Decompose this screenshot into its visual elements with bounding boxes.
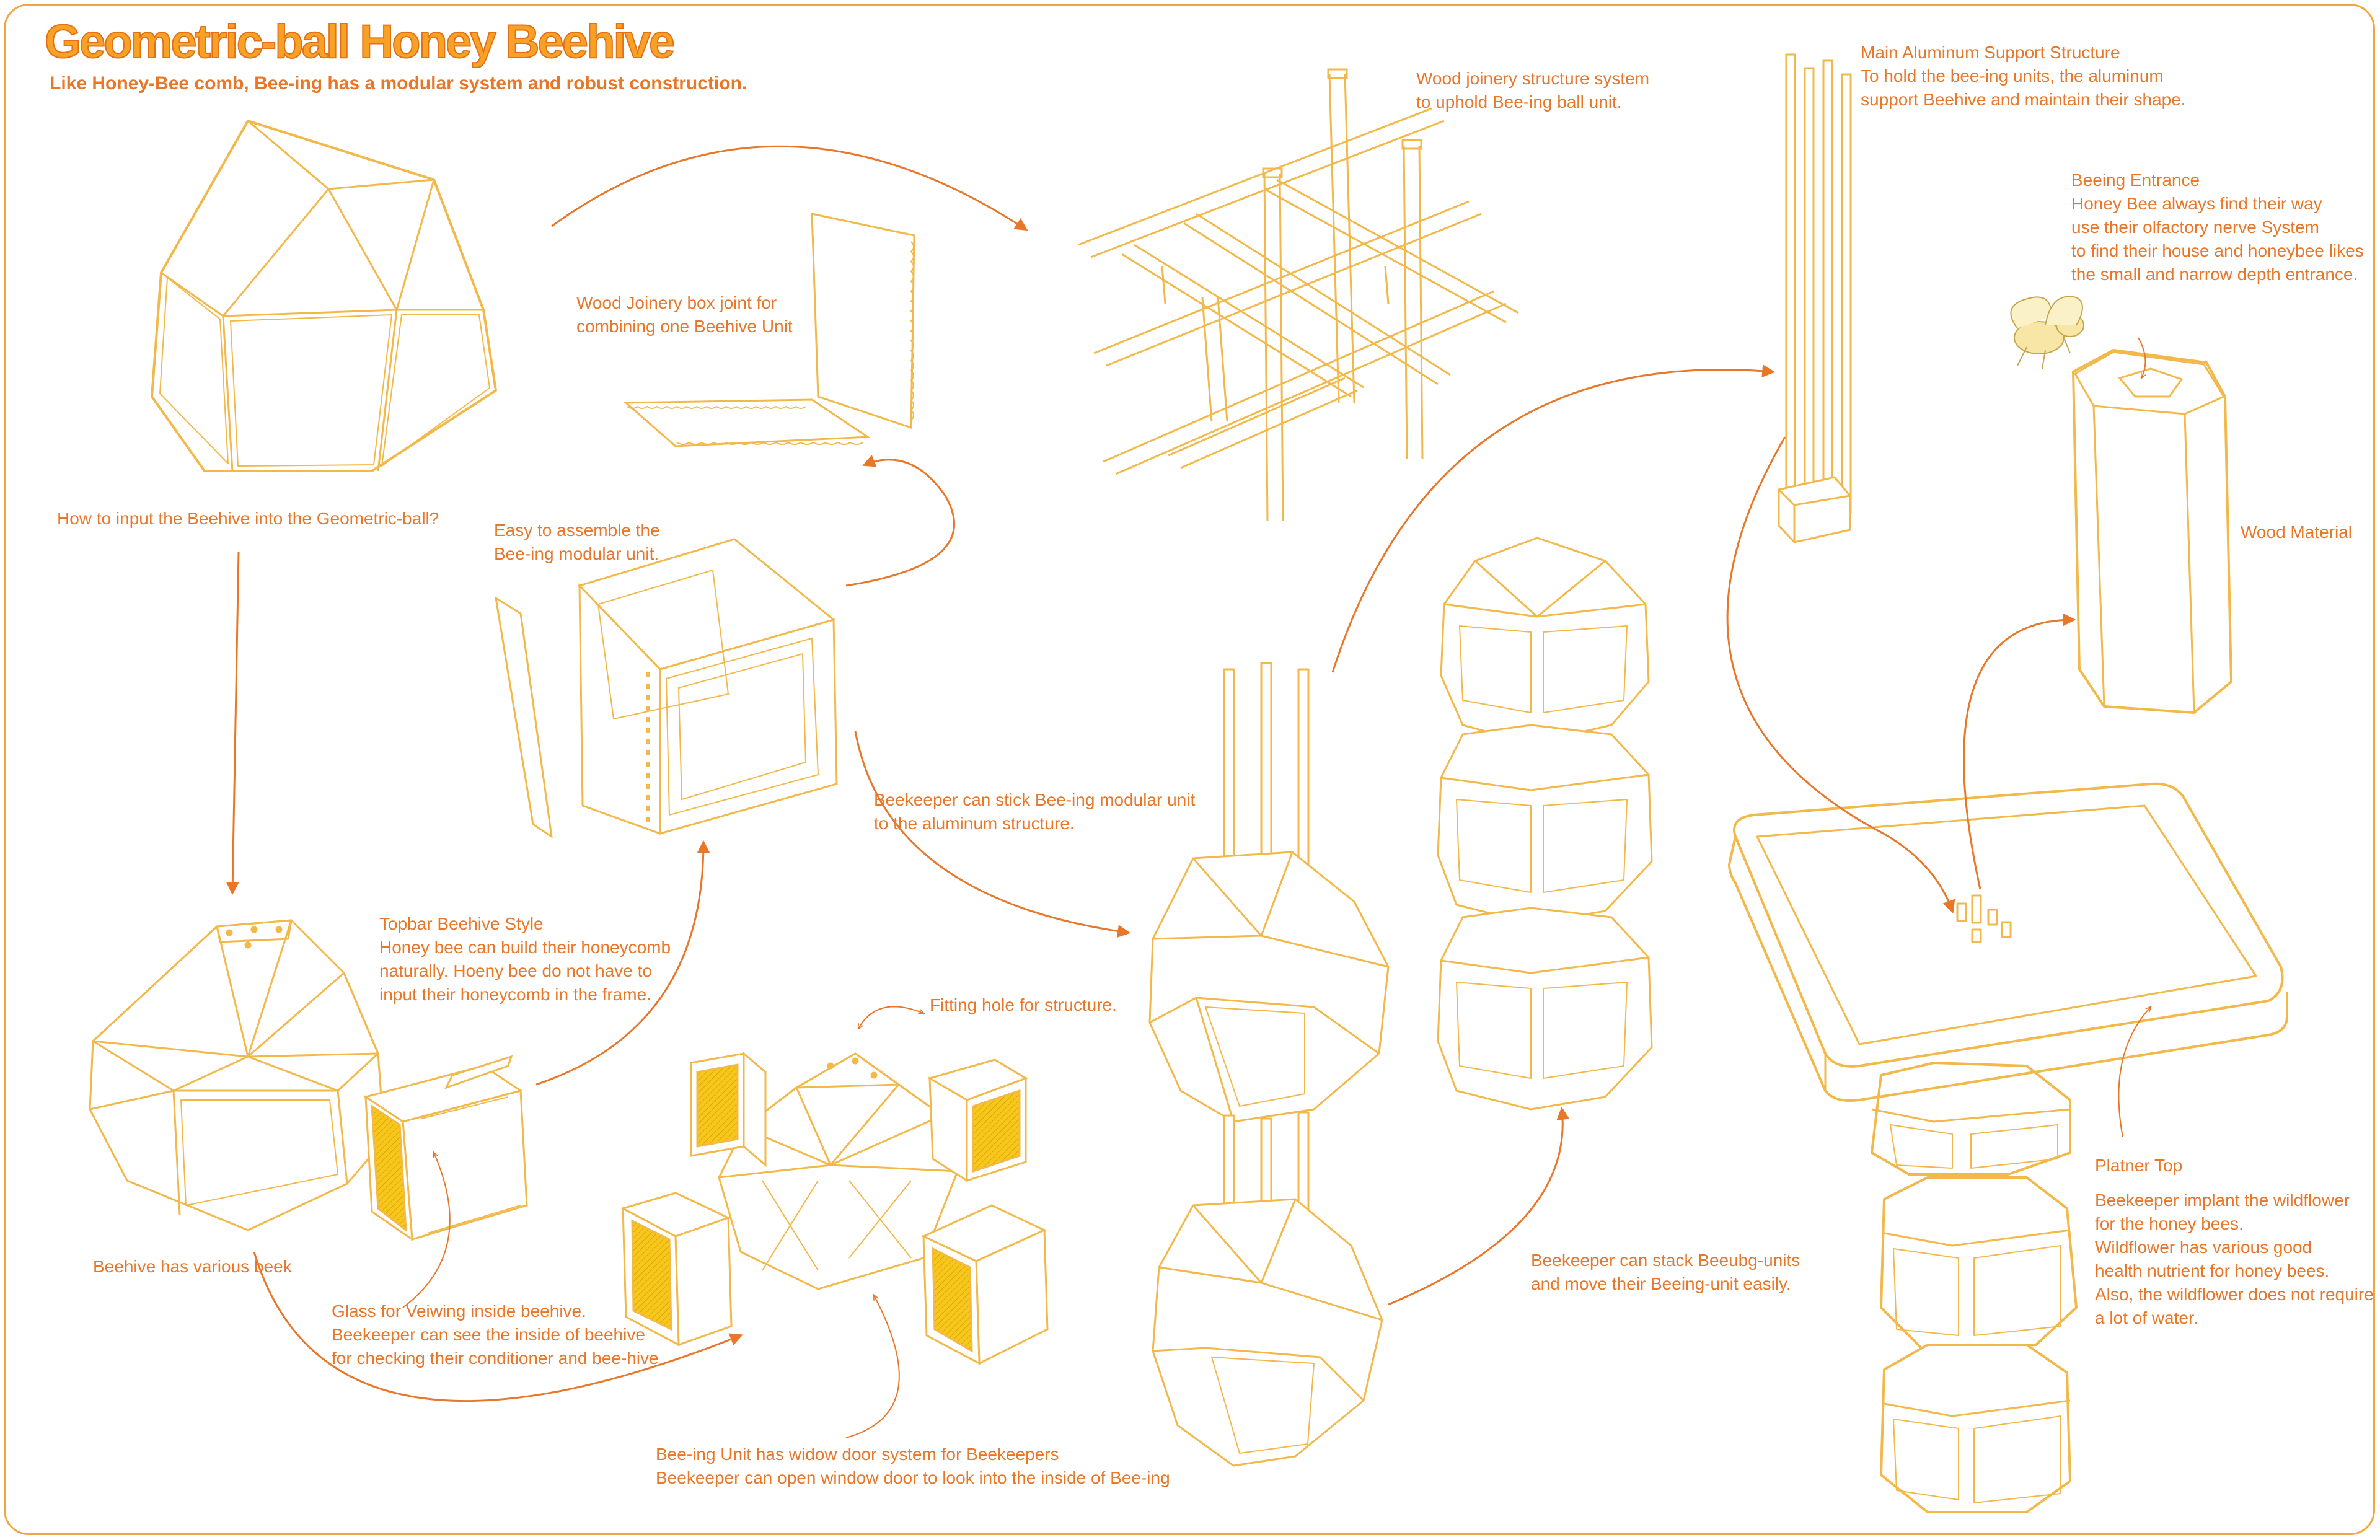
glass-viewing-box (363, 1055, 528, 1242)
label-various-beek: Beehive has various beek (93, 1257, 292, 1276)
flow-arrows (226, 145, 2076, 1402)
label-beeing-entrance: Beeing Entrance Honey Bee always find th… (2071, 170, 2364, 284)
label-planter-top: Platner Top (2095, 1156, 2183, 1175)
label-main-aluminum: Main Aluminum Support Structure To hold … (1861, 43, 2186, 110)
exploded-ball-center (718, 1052, 959, 1290)
label-window-door: Bee-ing Unit has widow door system for B… (656, 1445, 1170, 1488)
box-front-right (927, 1058, 1028, 1182)
label-how-to-input: How to input the Beehive into the Geomet… (57, 509, 439, 528)
label-easy-assemble: Easy to assemble the Bee-ing modular uni… (494, 521, 660, 564)
label-wood-material: Wood Material (2241, 522, 2353, 542)
callout-lines (402, 337, 2151, 1438)
label-planter-desc: Beekeeper implant the wildflower for the… (2095, 1190, 2374, 1328)
three-stack-tower (1437, 537, 1653, 1111)
wood-joinery-lattice (1078, 68, 1519, 521)
bee-illustration (2010, 296, 2084, 369)
label-wood-box-joint: Wood Joinery box joint for combining one… (576, 293, 793, 337)
box-back-right (921, 1204, 1049, 1365)
label-topbar-style: Topbar Beehive Style Honey bee can build… (379, 914, 671, 1005)
page-title: Geometric-ball Honey Beehive (44, 15, 676, 69)
aluminum-support-poles (1778, 53, 1852, 543)
box-back-left (620, 1192, 733, 1347)
label-fitting-hole: Fitting hole for structure. (930, 995, 1117, 1014)
planter-tray (1728, 782, 2288, 1102)
hex-entrance-column (2071, 348, 2233, 715)
geometric-ball-bottom (89, 919, 386, 1231)
label-stack-units: Beekeeper can stack Beeubg-units and mov… (1531, 1251, 1800, 1294)
geometric-ball-top (151, 120, 497, 472)
box-front-left (690, 1051, 767, 1168)
assembled-box-unit (494, 538, 838, 839)
page-subtitle: Like Honey-Bee comb, Bee-ing has a modul… (50, 73, 747, 94)
pole-stack-center (1148, 662, 1390, 1467)
label-wood-joinery-structure: Wood joinery structure system to uphold … (1416, 69, 1650, 112)
box-joint-panels (624, 213, 915, 447)
label-stick-modular: Beekeeper can stick Bee-ing modular unit… (874, 790, 1196, 834)
label-glass-viewing: Glass for Veiwing inside beehive. Beekee… (332, 1301, 659, 1368)
sheet-border (4, 4, 2375, 1535)
planter-stack (1871, 1062, 2078, 1513)
